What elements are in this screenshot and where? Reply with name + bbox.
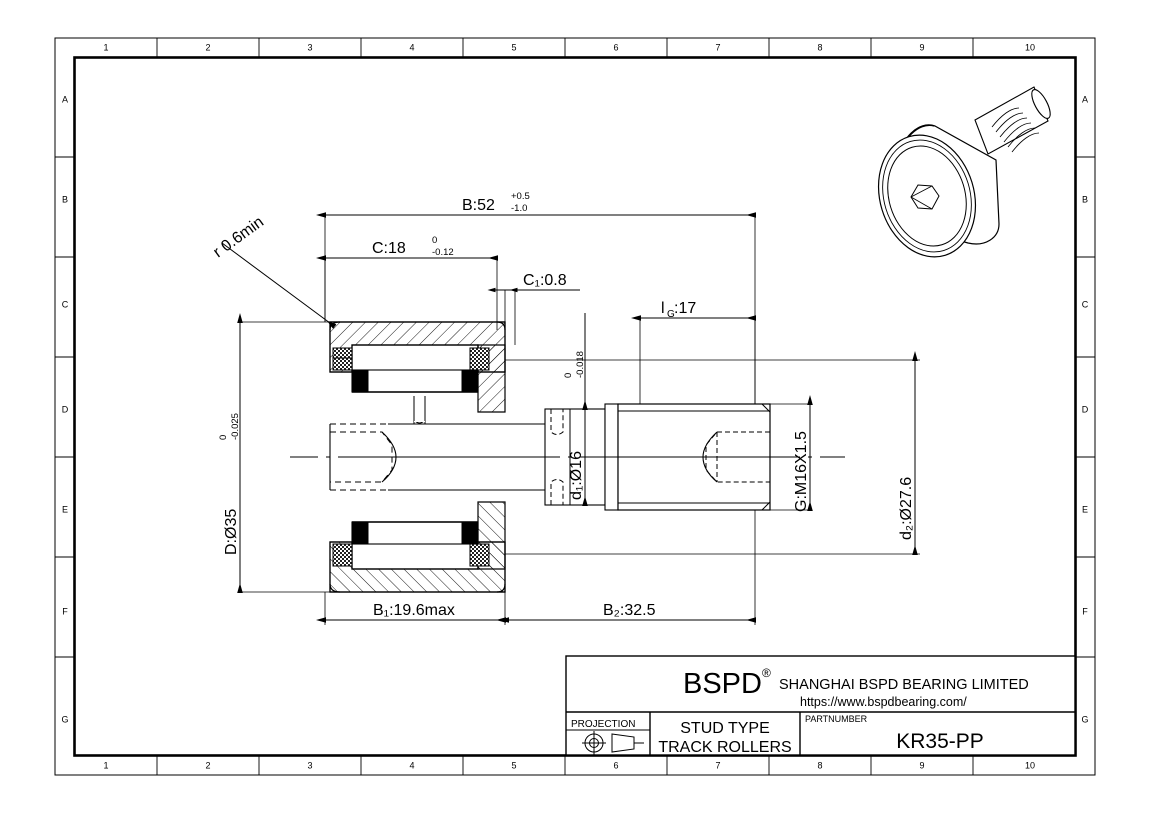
company-url: https://www.bspdbearing.com/ [800,695,967,709]
zone-right-a: A [1082,94,1088,104]
zone-labels-right: A B C D E F G [1081,94,1088,724]
brand-name: BSPD [683,668,762,700]
zone-top-10: 10 [1025,42,1035,52]
dimension-C: C:18 0 -0.12 [316,235,498,261]
zone-left-c: C [62,299,69,309]
zone-right-c: C [1082,299,1089,309]
zone-top-8: 8 [817,42,822,52]
zone-ticks [55,38,1095,775]
zone-left-e: E [62,504,68,514]
zone-bottom-9: 9 [919,760,924,770]
dimension-d2-label: d₂:Ø27.6 [898,477,915,540]
dimension-d1: d₁:Ø16 0 -0.018 [563,313,588,506]
dimension-B-tol-lower: -1.0 [511,203,527,214]
zone-left-g: G [61,714,68,724]
dimension-lG-sub: G [667,309,675,320]
zone-right-f: F [1082,606,1088,616]
dimension-d1-tol-upper: 0 [563,373,574,378]
zone-left-d: D [62,404,69,414]
dimension-D-label: D:Ø35 [223,509,240,555]
dimension-r-label: r 0.6min [210,214,267,262]
zone-top-6: 6 [613,42,618,52]
dimension-d1-label: d₁:Ø16 [568,451,585,500]
zone-bottom-5: 5 [511,760,516,770]
dimension-B2: B₂:32.5 [499,602,756,623]
first-angle-projection-icon [582,731,644,755]
zone-bottom-10: 10 [1025,760,1035,770]
thread-grooves-icon [991,107,1040,153]
dimension-r: r 0.6min [210,214,337,329]
zone-right-b: B [1082,194,1088,204]
dimension-d2: d₂:Ø27.6 [898,351,918,555]
dimension-C-label: C:18 [372,240,406,257]
dimension-lG-label: l [661,300,665,317]
zone-top-2: 2 [205,42,210,52]
zone-top-9: 9 [919,42,924,52]
dimension-D: D:Ø35 0 -0.025 [218,313,243,593]
partnumber-value: KR35-PP [896,730,984,753]
dimension-d1-tol-lower: -0.018 [575,351,586,378]
zone-bottom-4: 4 [409,760,414,770]
zone-top-3: 3 [307,42,312,52]
zone-labels-top: 1 2 3 4 5 6 7 8 9 10 [103,42,1035,52]
zone-top-7: 7 [715,42,720,52]
dimension-G: G:M16X1.5 [770,395,813,512]
dimension-lG-value: :17 [674,300,696,317]
zone-left-a: A [62,94,68,104]
zone-bottom-6: 6 [613,760,618,770]
zone-labels-left: A B C D E F G [61,94,68,724]
hex-socket-icon [910,184,940,210]
company-name: SHANGHAI BSPD BEARING LIMITED [779,677,1029,693]
zone-bottom-8: 8 [817,760,822,770]
zone-right-d: D [1082,404,1089,414]
dimension-C-tol-upper: 0 [432,235,437,246]
zone-bottom-7: 7 [715,760,720,770]
dimension-D-tol-lower: -0.025 [230,413,241,440]
dimension-lG: l G :17 [631,300,756,321]
zone-top-5: 5 [511,42,516,52]
zone-left-f: F [62,606,68,616]
zone-right-e: E [1082,504,1088,514]
zone-right-g: G [1081,714,1088,724]
dimension-B-tol-upper: +0.5 [511,191,530,202]
dimension-B: B:52 +0.5 -1.0 [316,191,756,218]
title-block: BSPD ® SHANGHAI BSPD BEARING LIMITED htt… [565,655,1076,756]
dimension-C1: C₁:0.8 [487,272,580,293]
zone-top-4: 4 [409,42,414,52]
dimension-B1-label: B₁:19.6max [373,602,455,619]
zone-left-b: B [62,194,68,204]
isometric-cam-follower-view [876,86,1051,258]
dimension-C-tol-lower: -0.12 [432,247,454,258]
zone-bottom-2: 2 [205,760,210,770]
zone-top-1: 1 [103,42,108,52]
dimension-B-label: B:52 [462,197,495,214]
brand-registered-icon: ® [762,666,771,680]
dimension-B2-label: B₂:32.5 [603,602,656,619]
product-type-line2: TRACK ROLLERS [658,739,791,756]
partnumber-label: PARTNUMBER [805,714,868,724]
product-type-line1: STUD TYPE [680,720,770,737]
zone-labels-bottom: 1 2 3 4 5 6 7 8 9 10 [103,760,1035,770]
projection-label: PROJECTION [571,719,635,730]
dimension-B1: B₁:19.6max [316,602,506,623]
section-view [240,215,920,625]
zone-bottom-1: 1 [103,760,108,770]
dimension-D-tol-upper: 0 [218,435,229,440]
dimension-C1-label: C₁:0.8 [523,272,567,289]
zone-bottom-3: 3 [307,760,312,770]
dimension-G-label: G:M16X1.5 [793,431,810,512]
